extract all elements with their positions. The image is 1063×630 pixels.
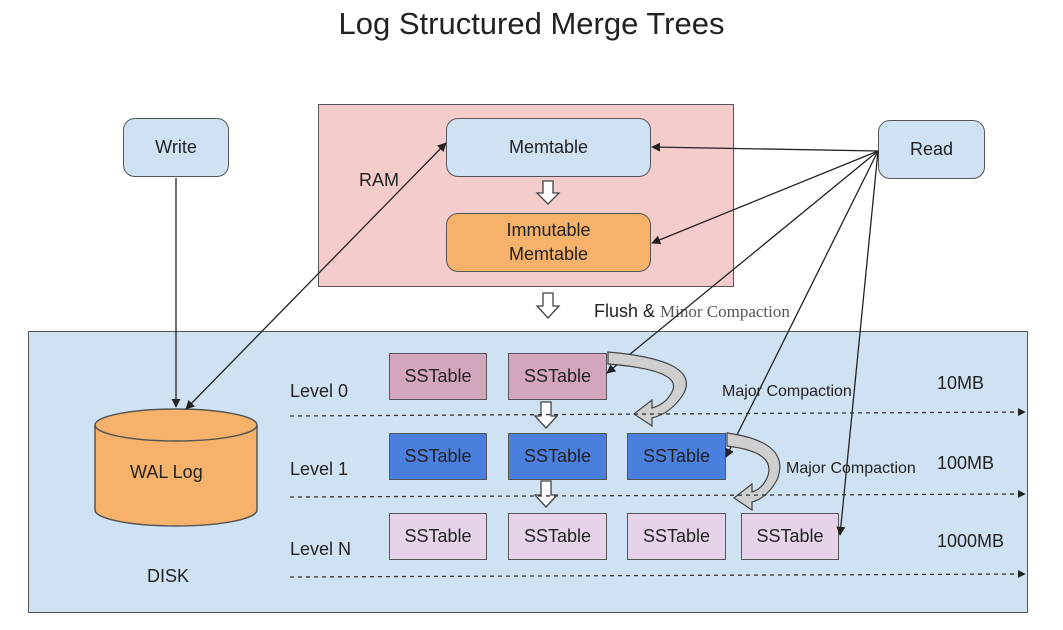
sstable-level1-1: SSTable — [389, 433, 487, 480]
sstable-leveln-3: SSTable — [627, 513, 726, 560]
read-to-leveln-arrow — [836, 150, 879, 536]
level-1-size: 100MB — [937, 453, 995, 473]
level1-down-arrow — [533, 480, 559, 508]
wal-memtable-arrow — [185, 142, 447, 410]
sstable-level1-2: SSTable — [508, 433, 607, 480]
read-to-immutable-arrow — [651, 150, 879, 245]
level-n-label: Level N — [290, 539, 352, 559]
immutable-memtable-box: Immutable Memtable — [446, 213, 651, 272]
memtable-down-arrow — [535, 180, 561, 205]
leveln-separator — [289, 570, 1026, 578]
wal-log-cylinder — [94, 408, 258, 527]
flush-label: Flush & Minor Compaction — [594, 301, 790, 322]
sstable-leveln-1: SSTable — [389, 513, 487, 560]
disk-label: DISK — [147, 566, 190, 586]
memtable-box: Memtable — [446, 118, 651, 177]
read-to-memtable-arrow — [651, 142, 879, 152]
level1-separator — [289, 490, 1026, 498]
sstable-level0-2: SSTable — [508, 353, 607, 400]
flush-down-arrow — [535, 292, 561, 319]
level0-separator — [289, 408, 1026, 417]
flush-prefix: Flush & — [594, 301, 661, 321]
sstable-leveln-2: SSTable — [508, 513, 607, 560]
level-n-size: 1000MB — [937, 531, 1005, 551]
read-box: Read — [878, 120, 985, 179]
wal-log-label: WAL Log — [130, 462, 203, 482]
minor-compaction-label: Minor Compaction — [660, 302, 790, 321]
sstable-level1-3: SSTable — [627, 433, 726, 480]
read-to-level1-arrow — [725, 150, 879, 458]
sstable-leveln-4: SSTable — [741, 513, 839, 560]
level-1-label: Level 1 — [290, 459, 349, 479]
read-to-level0-arrow — [606, 150, 879, 374]
diagram-title: Log Structured Merge Trees — [338, 6, 725, 41]
level-0-size: 10MB — [937, 373, 985, 393]
major-compaction-label-1: Major Compaction — [722, 383, 852, 400]
major-compaction-arrow-2 — [726, 432, 781, 512]
major-compaction-arrow-1 — [607, 351, 687, 428]
major-compaction-label-2: Major Compaction — [786, 460, 916, 477]
read-arrows — [606, 142, 879, 536]
